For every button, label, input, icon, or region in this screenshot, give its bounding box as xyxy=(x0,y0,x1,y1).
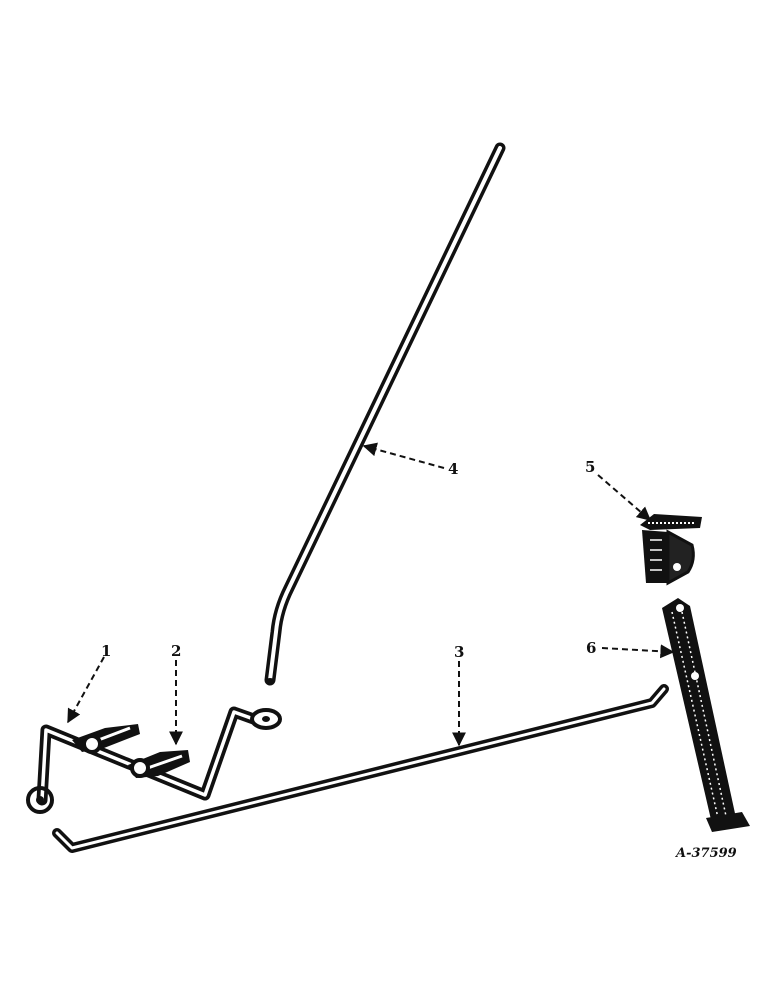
part-5-pedal-bracket xyxy=(640,514,702,586)
callout-1: 1 xyxy=(101,642,111,660)
bracket-clip-upper xyxy=(72,724,140,754)
leader-5 xyxy=(597,474,652,521)
callout-2: 2 xyxy=(171,642,181,660)
callout-5: 5 xyxy=(585,458,595,476)
callout-4: 4 xyxy=(448,460,458,478)
callout-3: 3 xyxy=(454,643,464,661)
figure-id: A-37599 xyxy=(674,846,737,861)
part-6-pedal xyxy=(662,598,750,832)
leader-1 xyxy=(67,656,105,724)
callout-6: 6 xyxy=(586,639,596,657)
part-3-long-rod xyxy=(52,684,669,853)
part-2-clip xyxy=(128,750,190,778)
leader-lines xyxy=(67,442,675,747)
leader-4 xyxy=(362,442,445,469)
part-1-lever-bracket xyxy=(26,706,282,814)
leader-6 xyxy=(601,644,675,659)
part-4-hand-lever xyxy=(264,142,506,686)
